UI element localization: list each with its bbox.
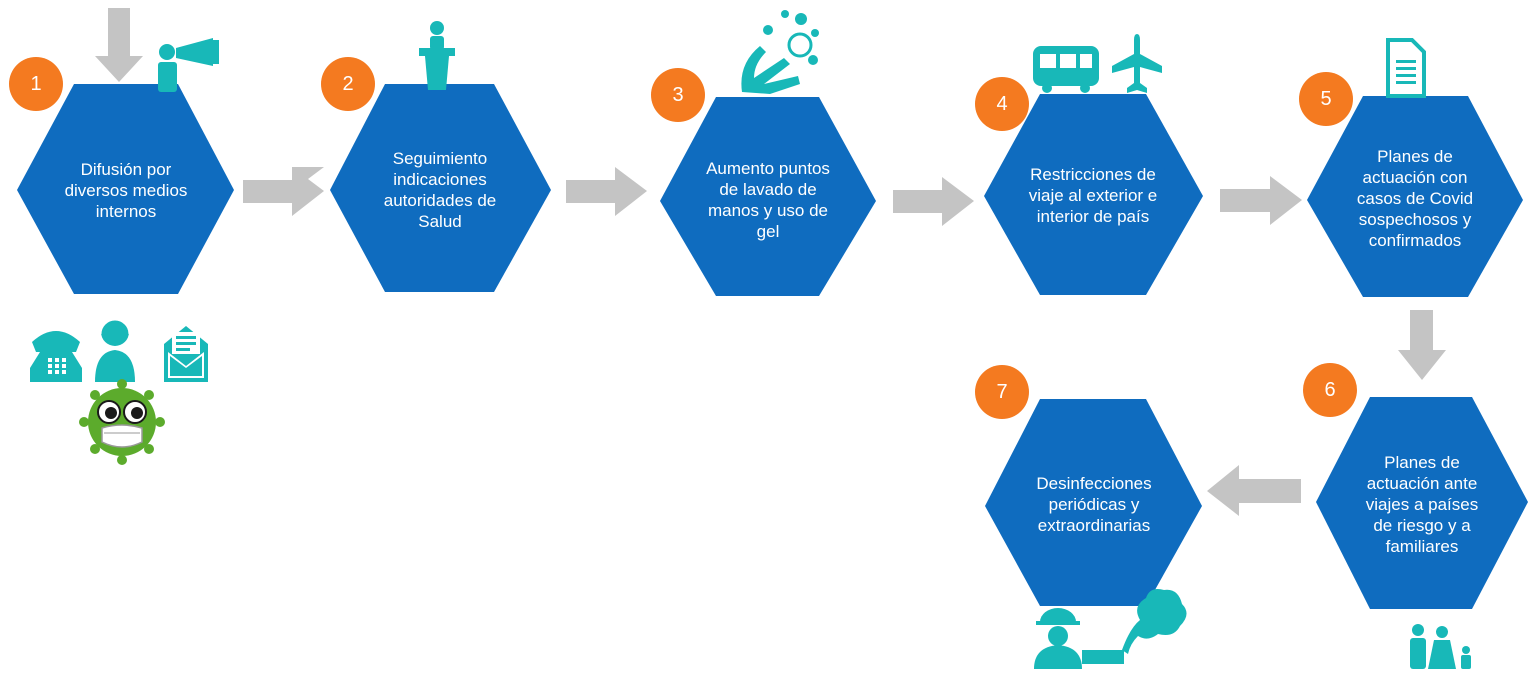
step-1-hexagon [17,84,234,294]
bus-icon [1033,46,1099,93]
step-6-number: 6 [1324,378,1336,401]
fumigation-smoke-icon [1122,589,1187,654]
step-3-hexagon [660,97,876,296]
step-5-hexagon [1307,96,1523,297]
virus-with-mask-icon [79,379,165,465]
step-7-number: 7 [996,380,1008,403]
arrow-step-5-to-6 [1398,310,1446,380]
step-1-label: Difusión por diversos medios internos [64,159,188,221]
step-7-hexagon [985,399,1202,606]
step-3-number: 3 [672,83,684,106]
step-2-number: 2 [342,72,354,95]
step-6-hexagon [1316,397,1528,609]
step-5-label: Planes de actuación con casos de Covid s… [1356,146,1474,250]
envelope-letter-icon [164,326,208,382]
step-4-badge [975,77,1029,131]
step-7-label: Desinfecciones periódicas y extraordinar… [1036,473,1152,535]
step-3-label: Aumento puntos de lavado de manos y uso … [706,159,830,241]
step-2-label: Seguimiento indicaciones autoridades de … [383,149,497,231]
step-2-hexagon [330,84,551,292]
step-1-number: 1 [30,72,42,95]
step-7-badge [975,365,1029,419]
step-hexagons [17,84,1528,609]
flow-arrows [95,8,1446,516]
airplane-icon [1112,34,1162,93]
arrow-into-step-1 [95,8,143,82]
step-2-badge [321,57,375,111]
podium-speaker-icon [419,21,455,90]
step-3-badge [651,68,705,122]
step-4-label: Restricciones de viaje al exterior e int… [1028,164,1158,226]
step-4-number: 4 [996,92,1008,115]
document-icon [1386,38,1426,98]
hand-washing-icon [741,10,819,94]
step-6-badge [1303,363,1357,417]
step-1-badge [9,57,63,111]
step-5-badge [1299,72,1353,126]
megaphone-person-icon [158,38,219,92]
arrow-step-3-to-4 [893,177,974,226]
arrow-step-4-to-5 [1220,176,1302,225]
step-badges [9,57,1357,419]
disinfection-worker-icon [1034,608,1124,669]
step-6-label: Planes de actuación ante viajes a países… [1365,452,1479,556]
arrow-step-2-to-3 [566,167,647,216]
step-4-hexagon [984,94,1203,295]
step-5-number: 5 [1320,87,1332,110]
arrow-step-1-to-2 [243,167,324,216]
call-center-agent-icon [95,317,135,382]
family-icon [1410,624,1471,669]
arrow-step-6-to-7 [1207,465,1301,516]
telephone-icon [30,331,82,382]
